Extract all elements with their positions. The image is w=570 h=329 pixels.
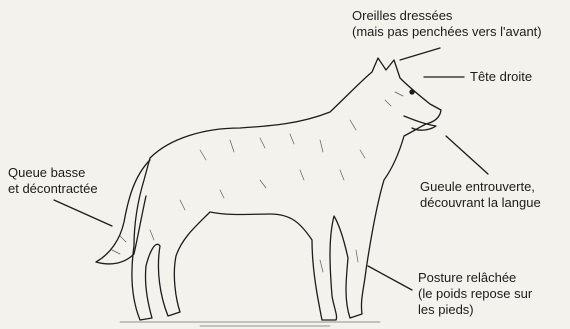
ears-label-line1: Oreilles dressées: [352, 8, 542, 24]
ears-label-line2: (mais pas penchées vers l'avant): [352, 24, 542, 40]
mouth-annotation: Gueule entrouverte, découvrant la langue: [420, 179, 541, 211]
posture-label-line3: les pieds): [418, 302, 532, 318]
tail-leader-line: [54, 200, 112, 226]
mouth-label-line2: découvrant la langue: [420, 195, 541, 211]
ground-line: [120, 322, 380, 326]
ears-annotation: Oreilles dressées (mais pas penchées ver…: [352, 8, 542, 40]
posture-leader-line: [368, 266, 412, 290]
tail-label-line1: Queue basse: [8, 165, 98, 181]
posture-label-line1: Posture relâchée: [418, 270, 532, 286]
posture-label-line2: (le poids repose sur: [418, 286, 532, 302]
wolf-mouth: [404, 116, 436, 130]
wolf-eye: [410, 90, 414, 94]
posture-annotation: Posture relâchée (le poids repose sur le…: [418, 270, 532, 318]
head-annotation: Tête droite: [470, 69, 532, 85]
mouth-label-line1: Gueule entrouverte,: [420, 179, 541, 195]
wolf-tail: [96, 160, 150, 264]
ears-leader-line: [400, 48, 440, 60]
head-label-line1: Tête droite: [470, 69, 532, 85]
tail-label-line2: et décontractée: [8, 181, 98, 197]
mouth-leader-line: [446, 136, 488, 174]
tail-annotation: Queue basse et décontractée: [8, 165, 98, 197]
